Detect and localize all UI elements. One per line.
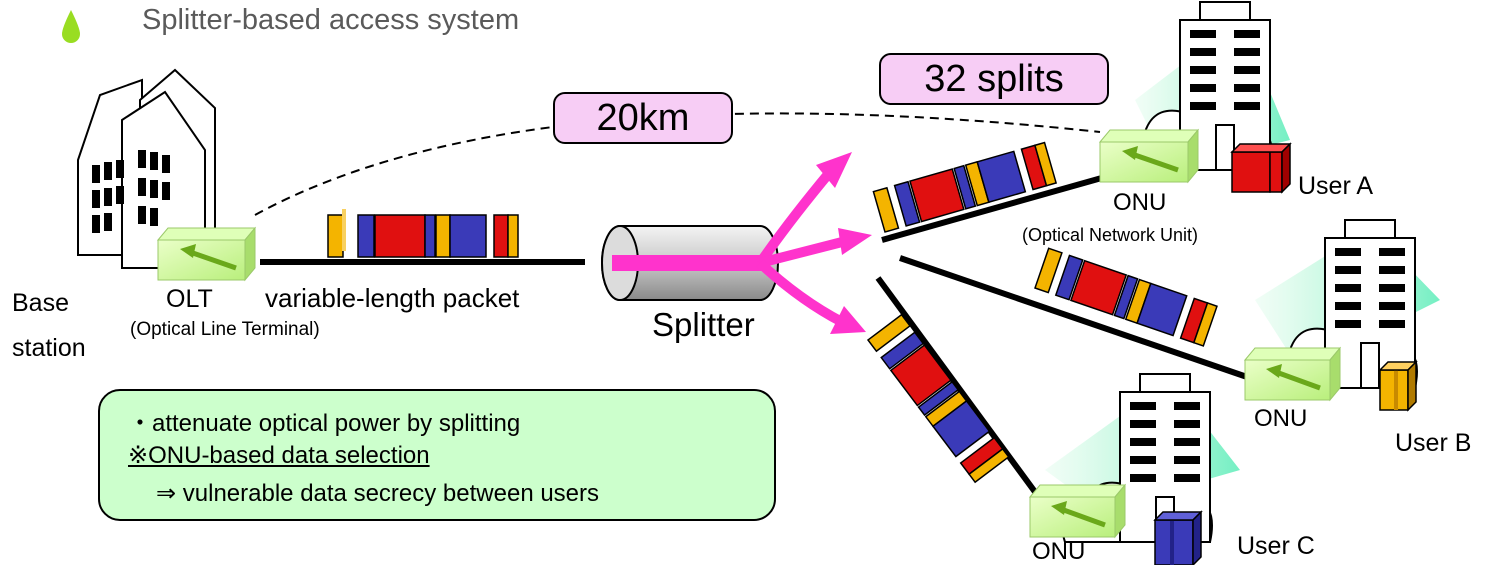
fiber-to-onu-a xyxy=(881,167,1131,243)
olt-arrow-icon xyxy=(180,244,196,258)
user-a-packet-icon xyxy=(1230,142,1292,194)
olt-label: OLT xyxy=(166,285,213,313)
fiber-to-onu-b xyxy=(899,255,1251,381)
splits-label: 32 splits xyxy=(879,53,1109,105)
user-c-site xyxy=(1045,373,1240,565)
arrow-head-mid-icon xyxy=(838,228,872,255)
packets-to-user-c xyxy=(866,313,1010,484)
packets-to-user-a xyxy=(872,141,1058,233)
user-c-packet-icon xyxy=(1153,510,1203,565)
note-line-1: ・attenuate optical power by splitting xyxy=(128,410,521,437)
onu-c-label: ONU xyxy=(1032,538,1086,565)
onu-b-arrow-icon xyxy=(1266,364,1282,378)
note-line-3: ⇒ vulnerable data secrecy between users xyxy=(156,480,600,507)
base-station-label-line1: Base xyxy=(12,289,69,317)
user-b-packet-icon xyxy=(1378,360,1418,412)
arrow-head-up-icon xyxy=(816,152,852,188)
olt-device xyxy=(156,226,257,282)
olt-sublabel: (Optical Line Terminal) xyxy=(130,319,320,340)
packets-to-user-b xyxy=(1034,247,1218,347)
base-station-label-line2: station xyxy=(12,334,86,362)
splitter-label: Splitter xyxy=(652,306,755,343)
user-a-label: User A xyxy=(1298,172,1374,200)
split-arrows xyxy=(755,168,852,327)
arrow-head-down-icon xyxy=(830,306,866,334)
onu-b-device xyxy=(1243,346,1342,402)
trunk-packets xyxy=(327,209,519,258)
onu-b-label: ONU xyxy=(1254,405,1308,432)
onu-a-label: ONU xyxy=(1113,189,1167,216)
user-c-label: User C xyxy=(1237,532,1315,560)
fiber-to-onu-c xyxy=(875,276,1041,498)
note-box: ・attenuate optical power by splitting ※O… xyxy=(98,389,776,521)
page-title: Splitter-based access system xyxy=(142,4,520,36)
user-b-label: User B xyxy=(1395,429,1472,457)
onu-c-device xyxy=(1028,483,1127,539)
drop-bullet-icon xyxy=(62,10,80,43)
onu-a-device xyxy=(1098,128,1200,184)
onu-a-arrow-icon xyxy=(1122,146,1138,160)
note-line-2: ※ONU-based data selection xyxy=(128,442,430,469)
splitter-device xyxy=(601,225,779,301)
base-station-building xyxy=(77,68,216,269)
distance-label: 20km xyxy=(553,92,733,144)
distance-arc xyxy=(254,112,1101,216)
packet-label: variable-length packet xyxy=(265,283,520,313)
onu-a-sublabel: (Optical Network Unit) xyxy=(1022,225,1199,245)
user-b-site xyxy=(1255,219,1440,412)
onu-c-arrow-icon xyxy=(1051,501,1067,515)
